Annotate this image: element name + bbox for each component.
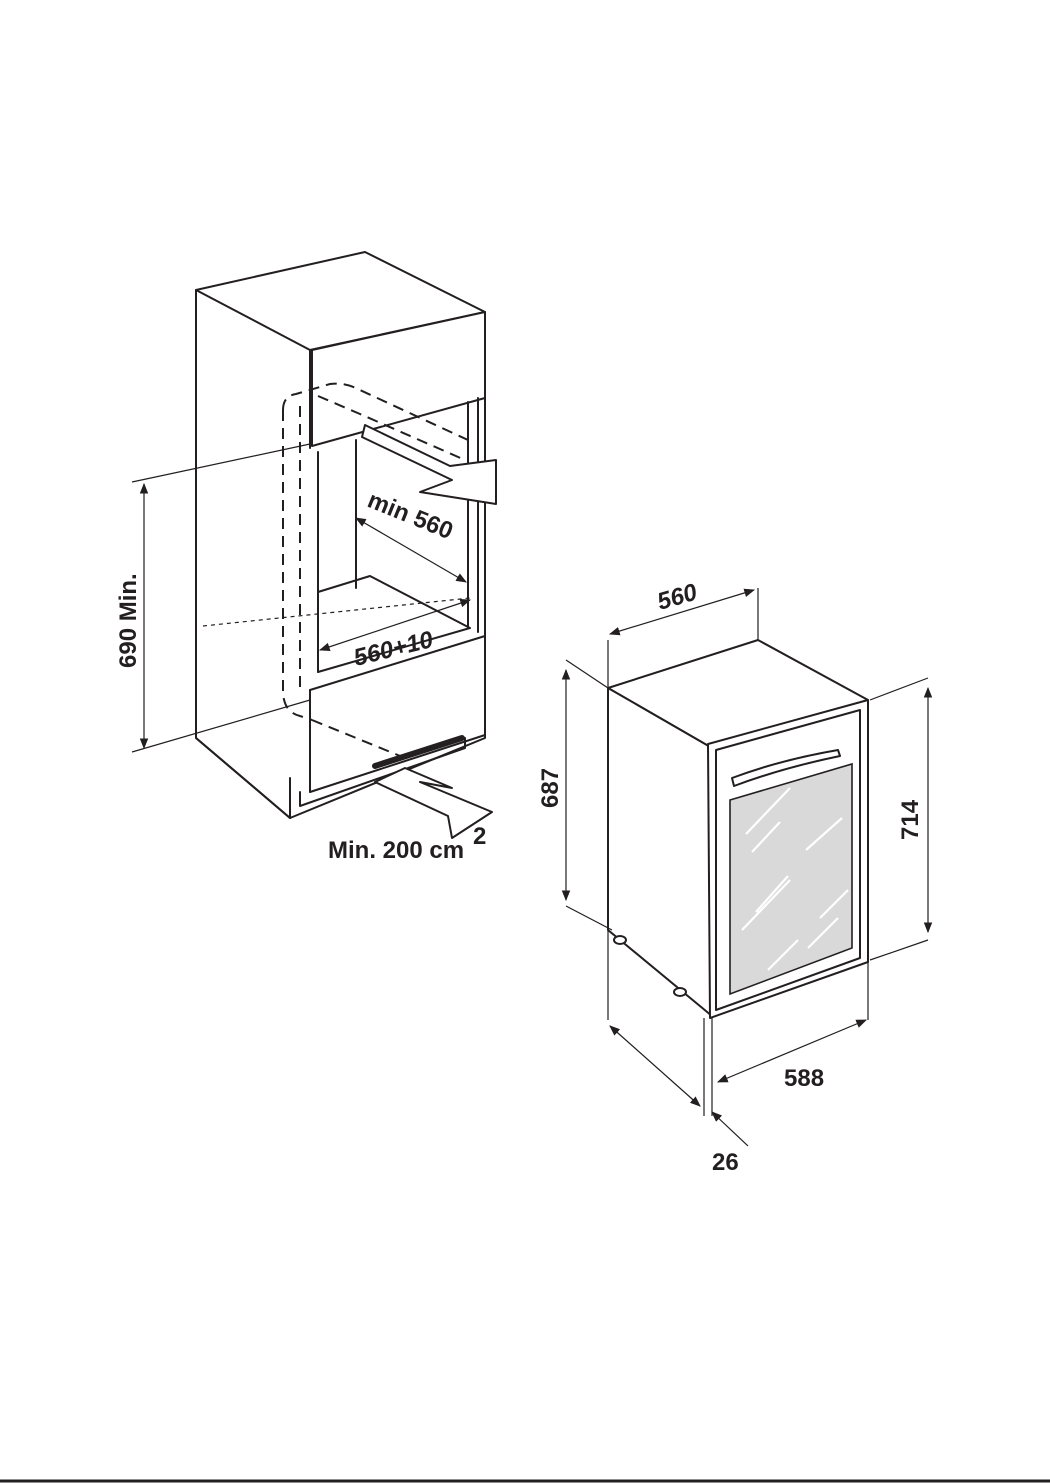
vent-area-label: Min. 200 cm: [328, 837, 464, 864]
foot-left: [614, 936, 626, 944]
niche-height-label: 690 Min.: [115, 573, 142, 668]
vent-area-superscript: 2: [473, 823, 486, 850]
depth-label: 588: [784, 1065, 824, 1092]
unit-depth-dimension: [610, 1026, 700, 1106]
unit-height-label: 687: [537, 768, 564, 808]
cabinet-bottom-left: [196, 738, 290, 818]
dashed-appliance-left: [283, 410, 312, 720]
height-ext-bottom: [132, 700, 310, 752]
unit-width-label: 560: [654, 579, 701, 616]
door-thickness-label: 26: [712, 1149, 739, 1176]
upper-panel: [312, 312, 485, 446]
door-thickness-dimension: [712, 1112, 748, 1146]
floor-guide-line: [203, 598, 470, 626]
height-ext-top: [132, 444, 310, 482]
foot-right: [674, 988, 686, 996]
total-height-label: 714: [897, 799, 924, 840]
cabinet-niche: [132, 252, 496, 838]
appliance: [566, 588, 928, 1146]
height-ext-lines: [566, 660, 612, 930]
